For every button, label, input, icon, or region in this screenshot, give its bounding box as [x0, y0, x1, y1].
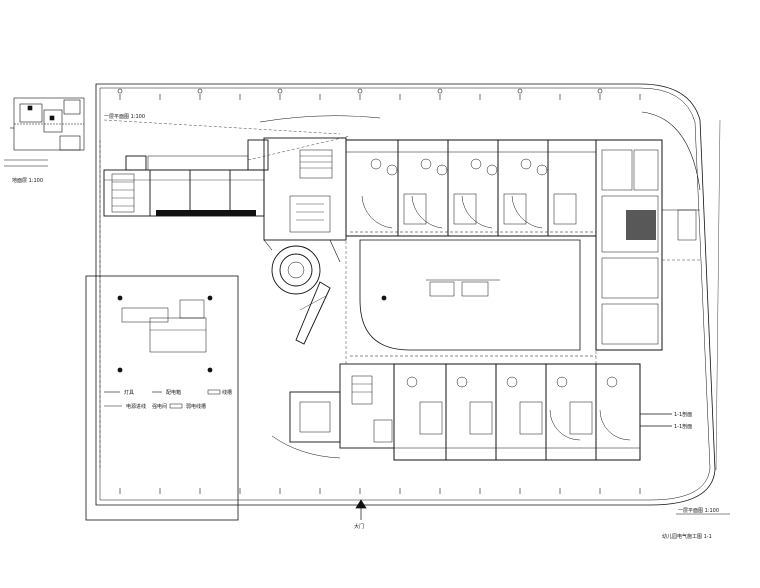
- detail-legend-item-5: 强电间: [152, 403, 167, 410]
- lower-link: [271, 363, 395, 459]
- gate-marker: [355, 499, 367, 520]
- detail-frame: [85, 275, 239, 521]
- detail-legend-item-2: 配电箱: [166, 389, 181, 396]
- central-link: [263, 137, 347, 345]
- gate-label: 大门: [354, 523, 364, 530]
- lower-classrooms: [393, 363, 641, 461]
- detail-legend-item-4: 电源进线: [126, 403, 146, 410]
- right-label-1: 1-1剖面: [674, 411, 692, 418]
- small-plan-note: 地面层 1:100: [12, 177, 43, 184]
- wiring-runs: [99, 119, 700, 470]
- detail-legend-item-6: 弱电线槽: [186, 403, 206, 410]
- small-plan-top-left: [4, 97, 85, 167]
- right-wing: [595, 139, 700, 351]
- detail-legend-item-1: 灯具: [124, 389, 134, 396]
- right-label-2: 1-1剖面: [674, 423, 692, 430]
- site-boundary: [95, 83, 721, 506]
- upper-classrooms: [345, 139, 597, 237]
- sheet-caption: 一层平面图 1:100: [678, 508, 719, 514]
- section-markers: [640, 413, 672, 427]
- left-wing: [103, 139, 269, 217]
- detail-legend-item-3: 线槽: [222, 389, 232, 396]
- courtyard: [350, 231, 596, 357]
- detail-plan-caption: 一层平面图 1:100: [104, 114, 145, 120]
- sheet-subcaption: 幼儿园电气施工图 1-1: [662, 533, 712, 540]
- grid-ticks: [117, 88, 641, 494]
